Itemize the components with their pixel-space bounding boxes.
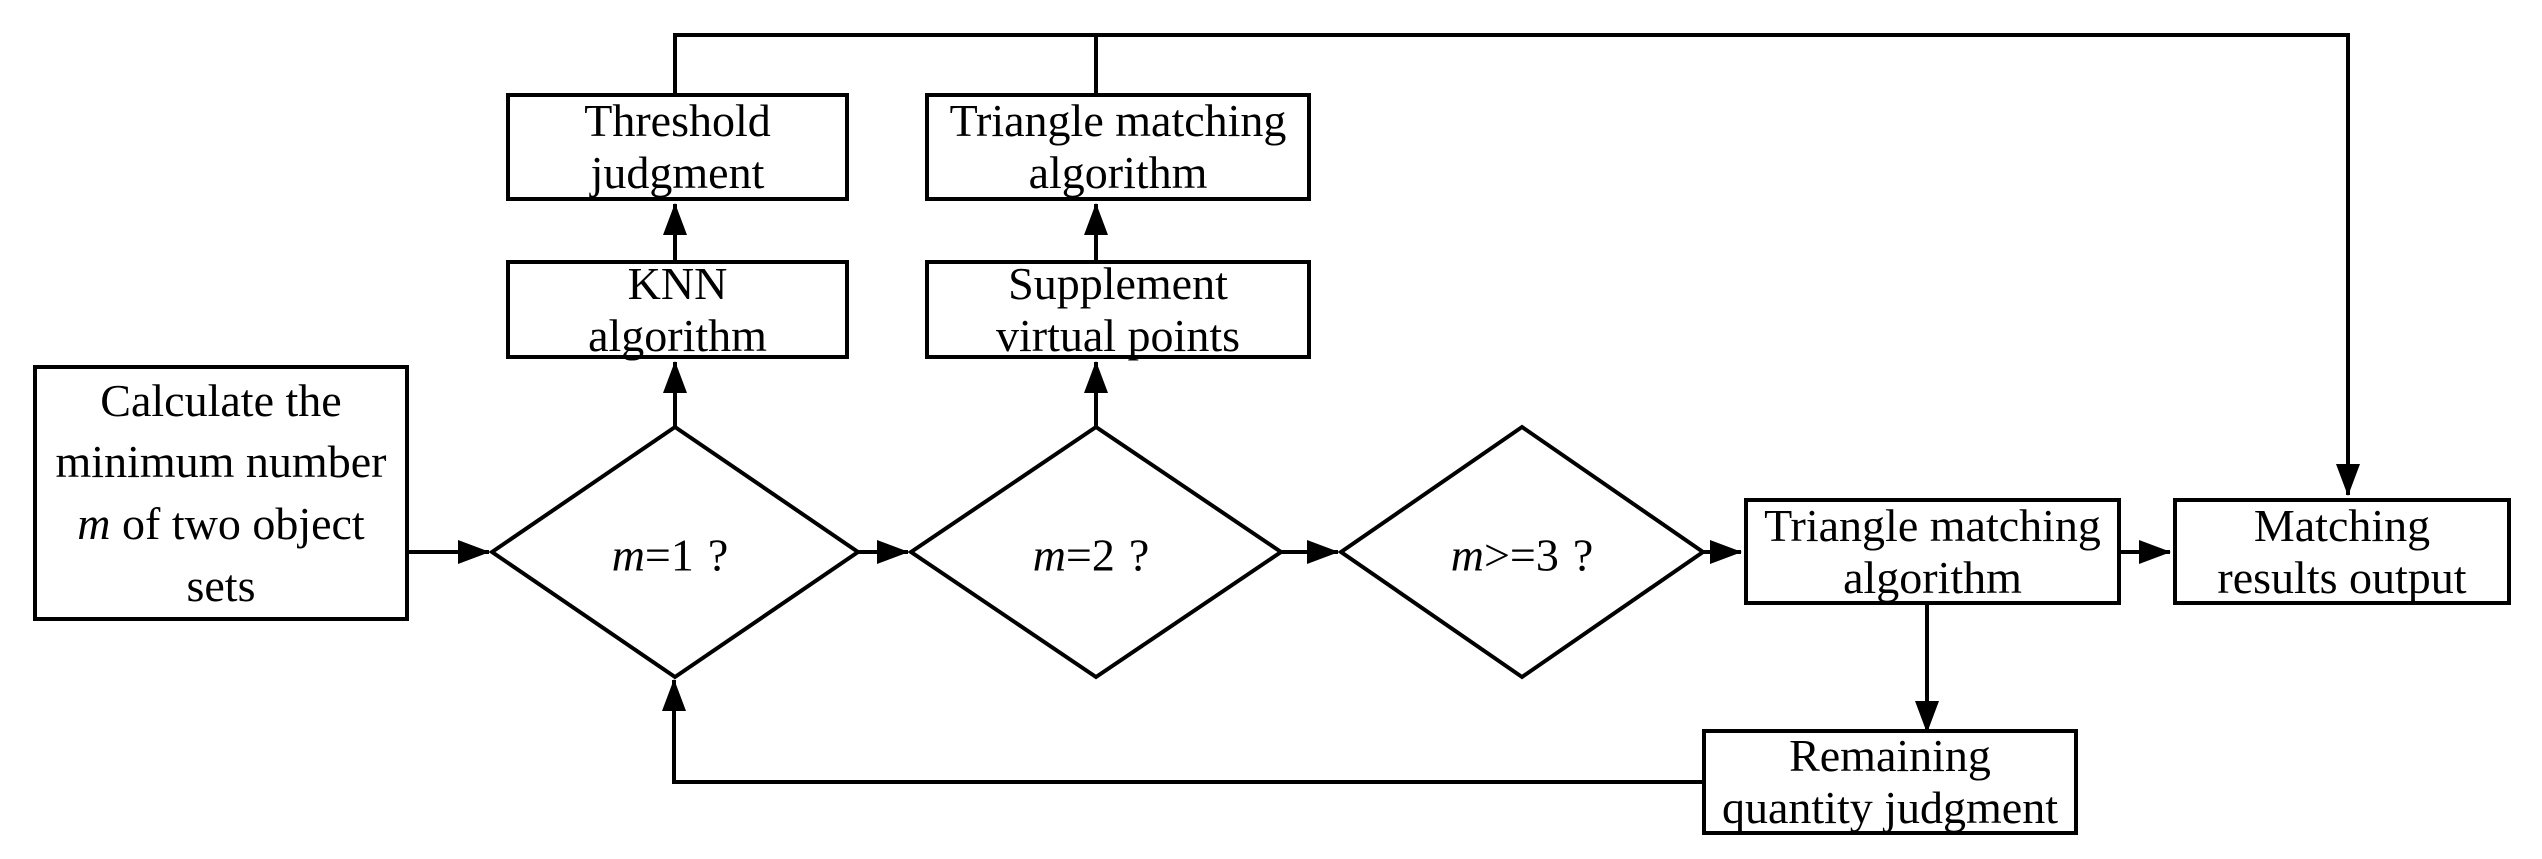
decision-m2-cond: =2 <box>1065 529 1115 581</box>
box-threshold-judgment: Threshold judgment <box>506 93 849 201</box>
calc-label-var: m <box>77 498 111 549</box>
box-triangle-matching-top-label: Triangle matching algorithm <box>949 95 1287 198</box>
decision-m3-question: ? <box>1572 529 1594 581</box>
box-calculate-minimum: Calculate the minimum number m of two ob… <box>33 365 409 621</box>
box-calculate-minimum-label: Calculate the minimum number m of two ob… <box>56 370 387 617</box>
calc-label-pre: Calculate the minimum number <box>55 374 387 488</box>
box-triangle-matching-top: Triangle matching algorithm <box>925 93 1311 201</box>
decision-m1-question: ? <box>707 529 729 581</box>
decision-m3-cond: >=3 <box>1483 529 1559 581</box>
decision-m3-label: m>=3? <box>1451 529 1594 582</box>
decision-m3-var: m <box>1450 529 1484 581</box>
box-supplement-virtual-points-label: Supplement virtual points <box>995 257 1241 361</box>
box-knn-algorithm-label: KNN algorithm <box>588 257 767 361</box>
box-knn-algorithm: KNN algorithm <box>506 257 849 361</box>
arrow-remaining-feedback-to-m1 <box>662 679 1704 784</box>
box-supplement-virtual-points: Supplement virtual points <box>925 257 1311 361</box>
decision-m2-var: m <box>1032 529 1066 581</box>
box-triangle-matching-main: Triangle matching algorithm <box>1744 498 2121 605</box>
calc-label-post: of two object sets <box>122 498 365 611</box>
decision-m1-label: m=1? <box>612 529 729 582</box>
decision-m1-var: m <box>611 529 645 581</box>
box-matching-results-output-label: Matching results output <box>2217 499 2467 603</box>
box-remaining-quantity-judgment: Remaining quantity judgment <box>1702 729 2078 835</box>
decision-m2-label: m=2? <box>1033 529 1150 582</box>
box-matching-results-output: Matching results output <box>2173 498 2511 605</box>
decision-m2-question: ? <box>1128 529 1150 581</box>
arrow-top-feedback-to-output <box>673 33 2360 496</box>
box-remaining-quantity-judgment-label: Remaining quantity judgment <box>1721 730 2058 833</box>
box-threshold-judgment-label: Threshold judgment <box>584 95 771 198</box>
decision-m1-cond: =1 <box>644 529 694 581</box>
box-triangle-matching-main-label: Triangle matching algorithm <box>1764 499 2101 603</box>
